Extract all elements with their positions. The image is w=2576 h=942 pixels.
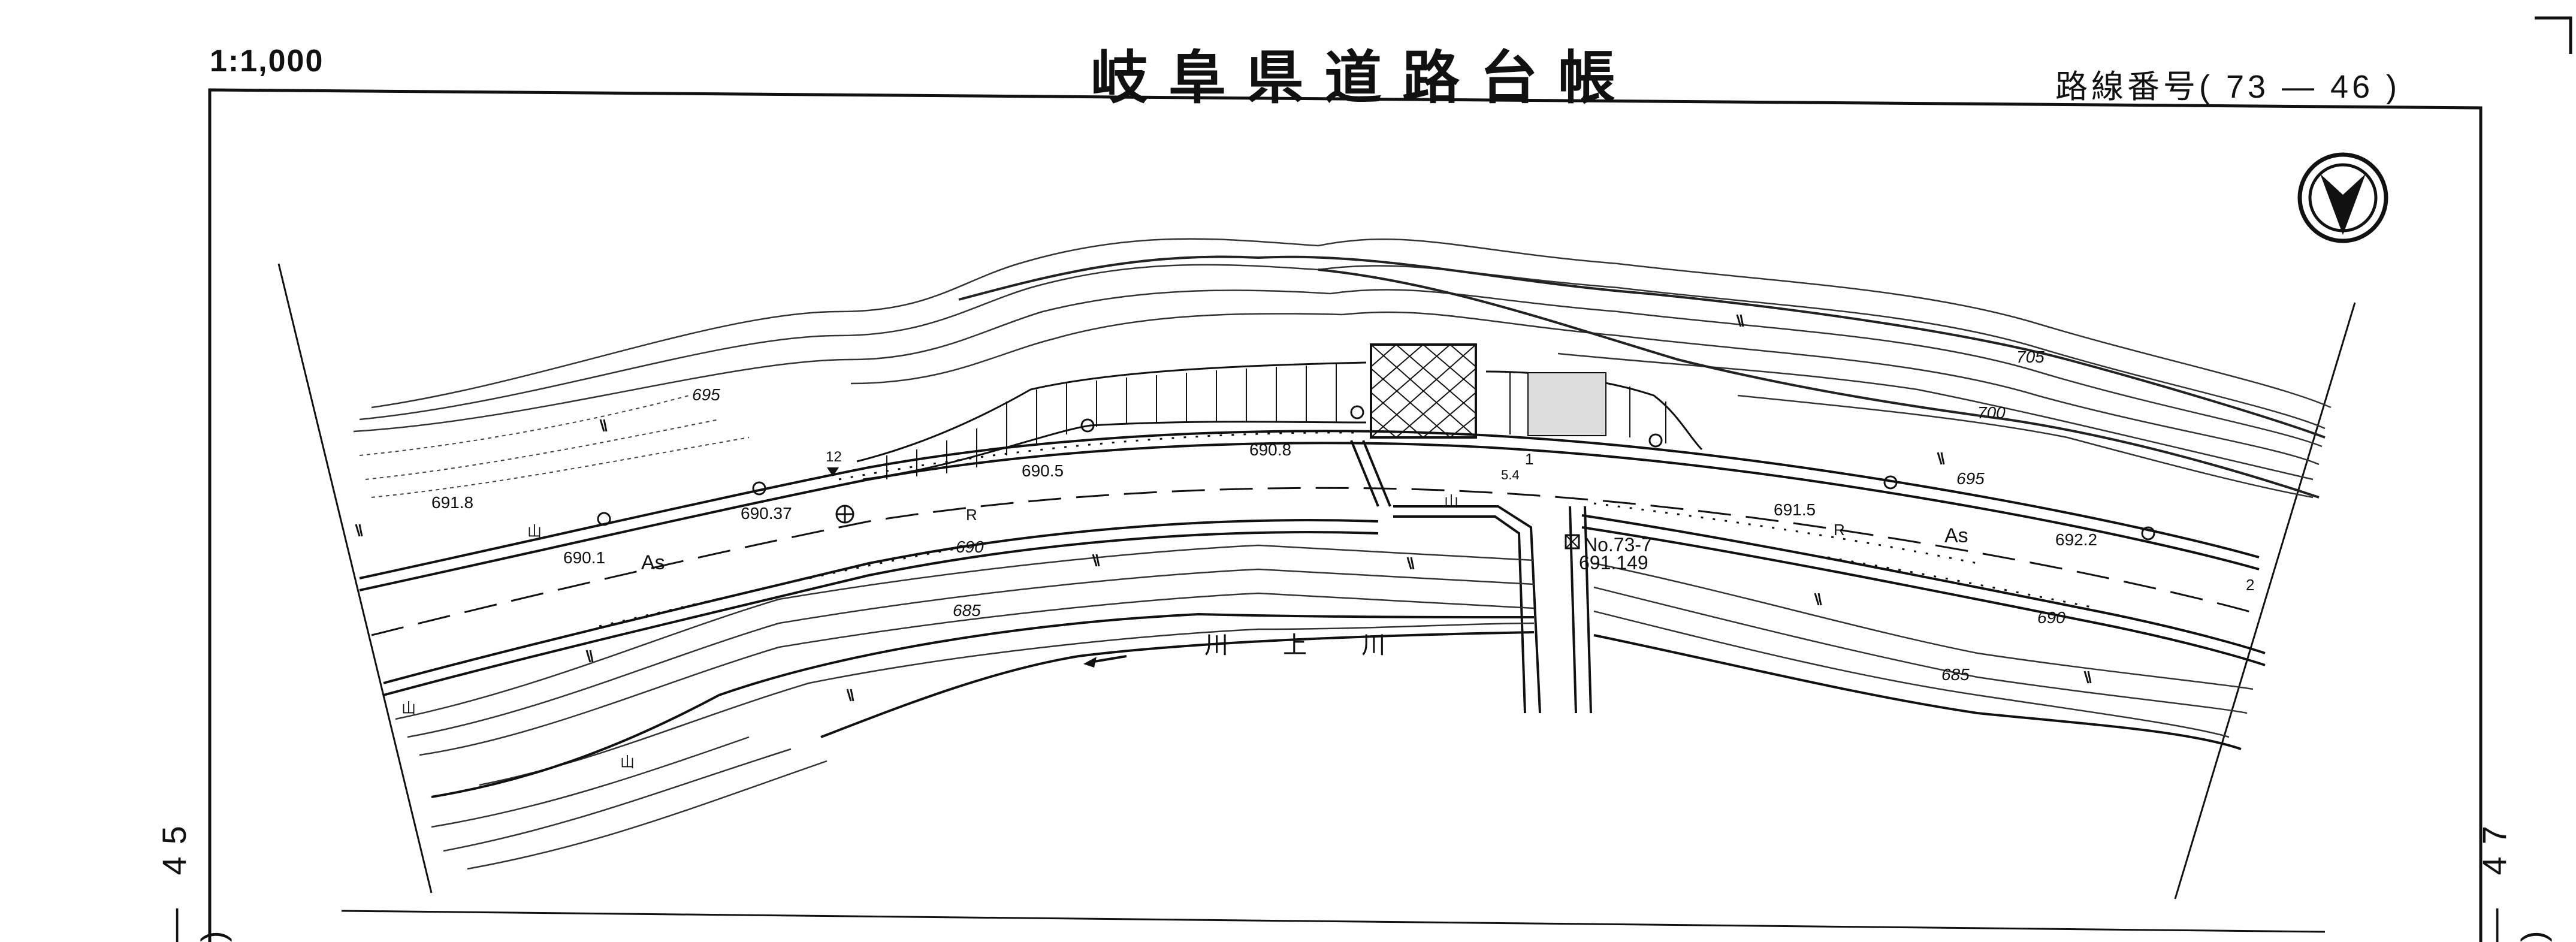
contour-685-right: 685: [1941, 665, 1970, 684]
elevation-691-5: 691.5: [1774, 500, 1816, 519]
map-symbol-d: 山: [620, 754, 635, 771]
map-symbol-b: 山: [1444, 494, 1458, 510]
station-marker: [1565, 534, 1580, 550]
elevation-691-149: 691.149: [1579, 552, 1648, 573]
flow-arrow-icon: [1083, 655, 1127, 668]
elevation-690-37: 690.37: [741, 504, 792, 523]
elevation-690-8: 690.8: [1249, 440, 1291, 459]
contour-690-left: 690: [956, 538, 984, 556]
road-r-left: R: [966, 506, 977, 524]
map-symbol-a: 山: [527, 524, 542, 540]
contours-upper: [353, 238, 2332, 499]
river-name: 川 上 川: [1204, 632, 1409, 659]
contours-left-dashed: [359, 395, 750, 498]
contour-695-left: 695: [692, 385, 720, 404]
elevation-690-1: 690.1: [563, 548, 605, 567]
contour-690-right: 690: [2037, 608, 2065, 627]
north-arrow-icon: [2297, 152, 2388, 243]
road-r-right: R: [1834, 521, 1845, 539]
road-north-edge: [359, 430, 2260, 591]
sheet-boundary-right: [2174, 302, 2356, 899]
cut-slope-ticks: [886, 364, 1666, 479]
corner-mark: [2535, 16, 2572, 54]
contour-695-right: 695: [1956, 469, 1985, 488]
bottom-rule: [341, 910, 2326, 933]
contour-700: 700: [1977, 403, 2006, 422]
elevation-690-5: 690.5: [1022, 461, 1064, 480]
map-scale: 1:1,000: [210, 44, 324, 78]
pavement-as-right: As: [1944, 524, 1968, 547]
map-symbol-c: 山: [401, 701, 416, 717]
km-post-2: 2: [2246, 576, 2254, 594]
pavement-as-left: As: [641, 551, 665, 574]
contours-index: [958, 255, 2326, 499]
km-post-1: 1: [1525, 450, 1533, 468]
guardrail-markers: [599, 431, 2098, 627]
elevation-692-2: 692.2: [2055, 530, 2097, 549]
benchmark-number: 12: [826, 449, 842, 465]
vegetation-marks: [355, 314, 2092, 702]
map-frame-border: [208, 88, 2483, 942]
road-south-edge: [383, 514, 2266, 696]
side-sign-value: 5.4: [1501, 467, 1520, 482]
benchmark-icon: [827, 467, 839, 476]
crosshatch-structure: [1370, 343, 1606, 439]
survey-points: [597, 405, 2155, 541]
contours-river-slope: [431, 736, 828, 870]
elevation-691-8: 691.8: [431, 493, 473, 512]
sheet-boundary-left: [277, 263, 433, 893]
contours-lower: [395, 544, 2254, 786]
contour-685-left: 685: [953, 601, 981, 620]
route-number: 路線番号( 73 — 46 ): [2055, 69, 2401, 105]
road-centerline: [371, 487, 2260, 636]
river-bank: [431, 612, 2242, 798]
contour-705: 705: [2016, 348, 2045, 366]
station-number: No.73-7: [1584, 534, 1652, 555]
